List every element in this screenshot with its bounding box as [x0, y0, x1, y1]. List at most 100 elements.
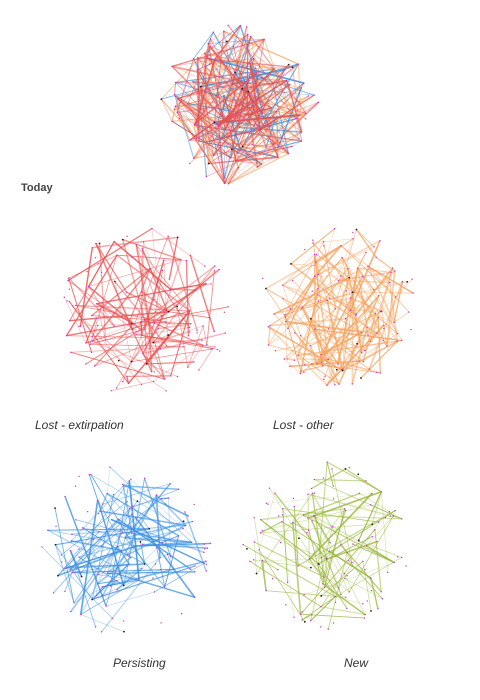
network-edge: [311, 493, 325, 578]
network-node: [206, 57, 208, 59]
network-edge: [97, 499, 129, 555]
network-edge: [206, 57, 297, 120]
network-node: [393, 321, 395, 324]
network-node: [209, 542, 212, 545]
network-edge: [57, 548, 80, 576]
network-edge: [215, 95, 289, 155]
label-persisting: Persisting: [113, 656, 166, 670]
network-edge: [262, 504, 371, 532]
network-edge: [228, 140, 302, 184]
network-node: [348, 591, 350, 593]
network-node: [250, 35, 252, 38]
network-edge: [72, 305, 142, 385]
network-node: [212, 155, 215, 157]
network-edge: [206, 57, 237, 71]
network-node: [160, 315, 163, 317]
network-node: [252, 101, 254, 104]
network-edge: [291, 95, 309, 147]
network-node: [193, 596, 196, 599]
network-edge: [106, 508, 131, 574]
network-edge: [366, 515, 394, 547]
network-edge: [318, 544, 342, 565]
network-node: [159, 348, 161, 350]
network-node: [210, 283, 212, 285]
network-node: [74, 485, 77, 487]
network-node: [154, 563, 157, 565]
network-node: [369, 340, 372, 343]
network-node: [64, 495, 66, 498]
network-node: [148, 318, 150, 321]
network-edge: [197, 57, 293, 68]
network-edge: [315, 245, 342, 263]
network-node: [223, 30, 225, 32]
network-node: [189, 139, 191, 141]
network-node: [287, 327, 289, 330]
network-edge: [282, 508, 379, 523]
network-node: [141, 334, 143, 336]
network-node: [217, 125, 220, 127]
network-node: [238, 126, 241, 129]
network-node: [265, 287, 267, 290]
network-node: [187, 335, 190, 337]
network-node: [100, 545, 103, 547]
network-edge: [170, 288, 196, 291]
network-node: [188, 310, 191, 312]
network-node: [202, 344, 204, 346]
network-edge: [196, 69, 210, 142]
network-node: [174, 105, 177, 108]
network-edge: [99, 510, 186, 527]
network-edge: [227, 167, 240, 185]
network-node: [116, 254, 118, 256]
network-node: [187, 102, 189, 105]
network-node: [383, 324, 385, 326]
network-edge: [313, 515, 360, 542]
network-node: [358, 492, 361, 494]
network-node: [381, 598, 384, 600]
network-node: [204, 52, 206, 55]
network-node: [377, 316, 379, 319]
network-node: [113, 240, 115, 243]
network-node: [68, 277, 70, 279]
network-node: [347, 267, 349, 270]
network-edge: [114, 281, 168, 347]
network-node: [223, 311, 226, 314]
network-node: [176, 111, 178, 114]
network-edge: [358, 541, 402, 558]
network-node: [169, 556, 172, 558]
network-edge: [146, 270, 163, 364]
network-edge: [176, 112, 191, 141]
network-edge: [168, 237, 179, 280]
network-node: [306, 531, 308, 534]
network-edge: [67, 280, 132, 325]
network-edge: [218, 63, 299, 127]
network-node: [323, 576, 325, 578]
network-edge: [344, 578, 383, 600]
network-node: [252, 559, 255, 561]
network-node: [329, 297, 331, 299]
network-edge: [82, 527, 131, 558]
network-edge: [135, 244, 150, 320]
network-node: [160, 98, 163, 100]
network-node: [95, 594, 98, 597]
network-edge: [393, 311, 410, 323]
network-node: [311, 520, 313, 522]
network-node: [80, 575, 83, 578]
network-node: [260, 518, 262, 521]
network-node: [230, 157, 232, 159]
network-node: [165, 308, 168, 311]
network-edge: [313, 254, 329, 360]
network-edge: [170, 310, 191, 377]
network-edge: [175, 86, 202, 107]
network-node: [195, 289, 197, 291]
network-edge: [340, 245, 391, 284]
network-edge: [64, 496, 107, 607]
network-node: [151, 227, 153, 230]
network-node: [313, 515, 315, 517]
network-node: [134, 516, 137, 519]
network-node: [210, 348, 212, 350]
network-node: [91, 598, 94, 601]
network-edge: [377, 317, 399, 335]
network-node: [141, 247, 144, 250]
network-node: [126, 500, 128, 503]
network-node: [348, 467, 350, 469]
